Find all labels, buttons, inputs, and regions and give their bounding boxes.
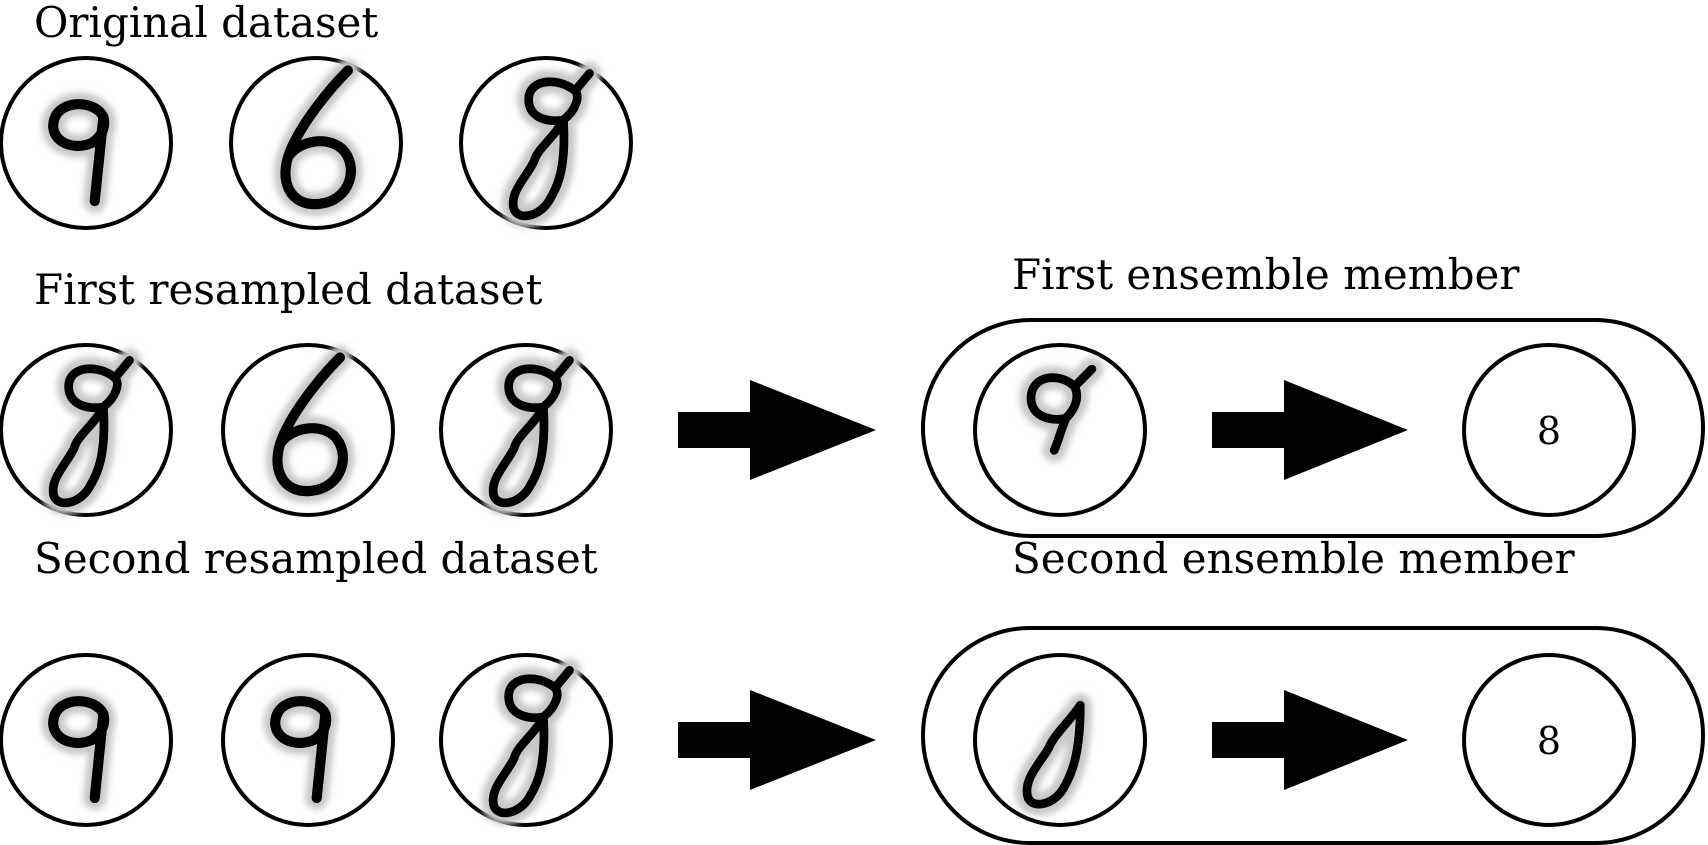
digit-8-icon — [493, 670, 569, 812]
digit-circle — [439, 653, 613, 827]
partial-digit-8-icon — [1031, 369, 1092, 450]
digit-circle — [439, 343, 613, 517]
second-ensemble-member-label: Second ensemble member — [1012, 534, 1575, 583]
second-resampled-row: 8 — [0, 626, 1705, 845]
ensemble-member-capsule — [921, 626, 1705, 845]
partial-digit-8-icon — [1027, 705, 1080, 804]
output-circle — [1462, 653, 1636, 827]
digit-circle — [0, 343, 173, 517]
original-dataset-row — [0, 56, 633, 230]
digit-circle — [0, 56, 173, 230]
first-ensemble-member-label: First ensemble member — [1012, 250, 1520, 299]
digit-8-icon — [493, 360, 569, 502]
train-arrow-icon — [678, 380, 876, 480]
ensemble-member-capsule — [921, 318, 1705, 538]
digit-6-icon — [277, 358, 342, 492]
first-resampled-row: 8 — [0, 318, 1705, 538]
input-circle — [973, 343, 1147, 517]
second-resampled-dataset-label: Second resampled dataset — [34, 534, 598, 583]
digit-9-icon — [275, 701, 326, 798]
train-arrow-icon — [678, 690, 876, 790]
predict-arrow-icon — [1212, 380, 1408, 480]
original-dataset-label: Original dataset — [34, 0, 379, 47]
digit-circle — [459, 56, 633, 230]
digit-6-icon — [285, 71, 350, 205]
output-circle — [1462, 343, 1636, 517]
digit-9-icon — [53, 104, 104, 201]
digit-8-icon — [513, 73, 589, 215]
first-resampled-dataset-label: First resampled dataset — [34, 265, 543, 314]
digit-circle — [0, 653, 173, 827]
first-member-prediction: 8 — [1537, 409, 1561, 453]
predict-arrow-icon — [1212, 690, 1408, 790]
digit-8-icon — [53, 360, 129, 502]
digit-9-icon — [53, 701, 104, 798]
digit-circle — [221, 653, 395, 827]
digit-circle — [221, 343, 395, 517]
second-member-prediction: 8 — [1537, 719, 1561, 763]
input-circle — [973, 653, 1147, 827]
digit-circle — [229, 56, 403, 230]
